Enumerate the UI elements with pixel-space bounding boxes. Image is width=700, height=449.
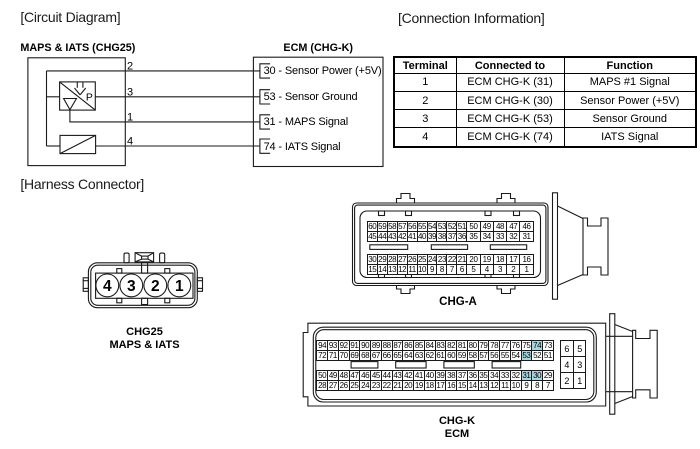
pin-cell-35: 35 xyxy=(466,230,481,242)
cell-connected-4: ECM CHG-K (74) xyxy=(455,127,565,148)
ecm-pin-53-label: 53 - Sensor Ground xyxy=(263,91,358,104)
pin-cell-2: 2 xyxy=(506,263,521,275)
harness-pin-3: 3 xyxy=(127,278,136,295)
iats-sensor-symbol xyxy=(59,134,97,155)
circuit-diagram-drawing: P 2 3 1 4 xyxy=(27,56,384,168)
wire-lines xyxy=(45,70,260,147)
circuit-diagram-title: [Circuit Diagram] xyxy=(20,8,121,25)
wire-number-2: 2 xyxy=(127,60,133,72)
connection-information-title: [Connection Information] xyxy=(398,9,545,26)
table-row-2: 2 ECM CHG-K (30) Sensor Power (+5V) xyxy=(393,90,697,111)
pin-cell-4: 4 xyxy=(479,263,494,275)
cell-connected-3: ECM CHG-K (53) xyxy=(455,109,565,129)
pressure-symbol-label: P xyxy=(86,91,93,103)
cell-terminal-2: 2 xyxy=(393,90,457,111)
cell-terminal-4: 4 xyxy=(393,127,457,148)
pin-cell-4: 4 xyxy=(559,355,574,373)
pin-cell-2: 2 xyxy=(559,371,574,389)
sensor-box-label: MAPS & IATS (CHG25) xyxy=(20,41,136,54)
wire-number-1: 1 xyxy=(127,111,133,123)
cell-function-2: Sensor Power (+5V) xyxy=(563,90,697,111)
cell-terminal-1: 1 xyxy=(393,72,457,92)
cell-function-4: IATS Signal xyxy=(563,127,697,148)
harness-name-label: CHG25 MAPS & IATS xyxy=(95,326,195,352)
ecm-box xyxy=(252,56,384,168)
ecm-pin-brackets xyxy=(259,63,271,154)
harness-name: CHG25 xyxy=(126,326,163,338)
wire-number-3: 3 xyxy=(127,86,133,98)
harness-pin-4: 4 xyxy=(103,278,112,295)
harness-connector-title: [Harness Connector] xyxy=(20,175,145,192)
ecm-box-label: ECM (CHG-K) xyxy=(283,41,353,54)
pin-cell-32: 32 xyxy=(506,230,521,242)
table-row-1: 1 ECM CHG-K (31) MAPS #1 Signal xyxy=(393,72,697,92)
table-header-connected-to: Connected to xyxy=(455,56,565,74)
connection-info-table: Terminal Connected to Function 1 ECM CHG… xyxy=(393,56,697,148)
pin-cell-1: 1 xyxy=(519,263,534,275)
chg-a-label: CHG-A xyxy=(439,296,477,308)
pin-cell-33: 33 xyxy=(492,230,508,242)
table-header-function: Function xyxy=(563,56,697,74)
chg-k-label: CHG-K xyxy=(438,414,476,427)
pin-cell-3: 3 xyxy=(492,263,508,275)
sensor-outer-box xyxy=(27,57,126,167)
pin-cell-34: 34 xyxy=(479,230,494,242)
pin-cell-5: 5 xyxy=(466,263,481,275)
pin-cell-51: 51 xyxy=(542,349,554,362)
side-wings xyxy=(82,277,204,292)
latch xyxy=(123,252,166,264)
pin-cell-3: 3 xyxy=(572,355,587,373)
harness-pin-1: 1 xyxy=(175,278,184,295)
table-row-3: 3 ECM CHG-K (53) Sensor Ground xyxy=(393,109,697,129)
pin-cell-5: 5 xyxy=(572,339,587,357)
ecm-pin-74-label: 74 - IATS Signal xyxy=(263,140,341,153)
pin-cell-1: 1 xyxy=(572,371,587,389)
table-header-terminal: Terminal xyxy=(393,56,457,74)
harness-description: MAPS & IATS xyxy=(109,339,180,351)
cell-connected-1: ECM CHG-K (31) xyxy=(455,72,565,92)
cell-function-3: Sensor Ground xyxy=(563,109,697,129)
harness-connector-drawing: 4 3 2 1 xyxy=(82,252,204,309)
chg-k-label-group: CHG-K ECM xyxy=(407,415,507,441)
cell-connected-2: ECM CHG-K (30) xyxy=(455,90,565,111)
pin-cell-7: 7 xyxy=(542,380,554,392)
ecm-pin-30-label: 30 - Sensor Power (+5V) xyxy=(263,65,382,78)
table-row-4: 4 ECM CHG-K (74) IATS Signal xyxy=(393,127,697,148)
chg-a-drawing xyxy=(351,192,609,300)
ecm-pin-31-label: 31 - MAPS Signal xyxy=(263,116,349,129)
harness-pin-2: 2 xyxy=(151,278,160,295)
cell-function-1: MAPS #1 Signal xyxy=(563,72,697,92)
chg-k-drawing xyxy=(302,313,658,415)
chg-k-sublabel: ECM xyxy=(444,427,470,440)
wire-number-4: 4 xyxy=(127,136,133,148)
pin-cell-6: 6 xyxy=(559,339,574,357)
maps-sensor-symbol xyxy=(59,81,96,111)
cell-terminal-3: 3 xyxy=(393,109,457,129)
pin-cell-31: 31 xyxy=(519,230,534,242)
